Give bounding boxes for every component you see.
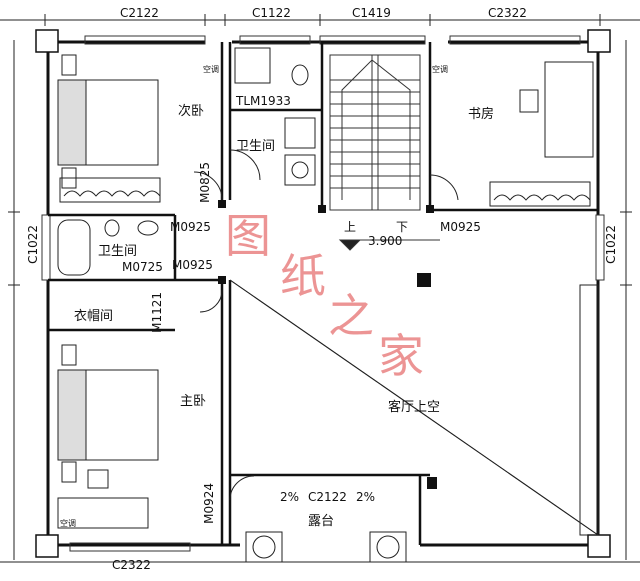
beds	[57, 54, 159, 483]
stair-arrow	[341, 59, 411, 200]
dim-top-3: C1419	[352, 6, 391, 20]
room-cloakroom: 衣帽间	[74, 309, 114, 324]
door-swings	[193, 149, 459, 501]
door-m0725: M0725	[122, 260, 163, 274]
room-terrace: 露台	[308, 514, 335, 529]
dim-top-1: C2122	[120, 6, 159, 20]
dim-right-1: C1022	[604, 225, 618, 264]
dim-bottom-1: C2322	[112, 558, 151, 572]
terrace-window-label: C2122	[308, 490, 347, 504]
door-m0825: M0825	[198, 162, 212, 203]
slope-right: 2%	[356, 490, 376, 504]
watermark-char-4: 家	[378, 329, 424, 383]
door-m1121: M1121	[150, 292, 164, 333]
stair-up: 上	[344, 220, 357, 234]
bathroom-fixtures	[57, 47, 316, 276]
door-m0924: M0924	[202, 483, 216, 524]
room-living-void: 客厅上空	[388, 400, 441, 415]
slope-left: 2%	[280, 490, 300, 504]
corner-columns	[35, 29, 611, 558]
terrace-planters	[245, 531, 407, 563]
room-bedroom2: 次卧	[178, 104, 205, 119]
structural-columns	[218, 200, 437, 489]
door-m0925-left2: M0925	[172, 258, 213, 272]
windows	[41, 35, 605, 552]
ac-label-2: 空调	[432, 65, 448, 74]
watermark-char-3: 之	[328, 289, 374, 343]
watermark-char-1: 图	[225, 209, 271, 263]
ac-label-1: 空调	[203, 65, 219, 74]
dim-top-2: C1122	[252, 6, 291, 20]
stair-level: 3.900	[368, 234, 403, 248]
door-m0925-left: M0925	[170, 220, 211, 234]
dimension-ticks	[8, 14, 632, 286]
room-bathroom-small: 卫生间	[98, 244, 138, 259]
interior-walls	[48, 42, 598, 545]
staircase	[329, 54, 440, 251]
room-bathroom-upper: 卫生间	[236, 139, 276, 154]
door-tlm1933: TLM1933	[236, 94, 291, 108]
stair-down: 下	[396, 220, 409, 234]
dim-left-1: C1022	[26, 225, 40, 264]
room-study: 书房	[468, 107, 495, 122]
watermark-char-2: 纸	[280, 249, 326, 303]
room-master-bedroom: 主卧	[180, 394, 207, 409]
door-m0925-study: M0925	[440, 220, 481, 234]
void-diagonals	[229, 279, 599, 536]
stair-treads	[330, 79, 420, 189]
dim-top-4: C2322	[488, 6, 527, 20]
wardrobes	[59, 177, 591, 207]
ac-label-3: 空调	[60, 519, 76, 528]
desks	[57, 61, 594, 529]
